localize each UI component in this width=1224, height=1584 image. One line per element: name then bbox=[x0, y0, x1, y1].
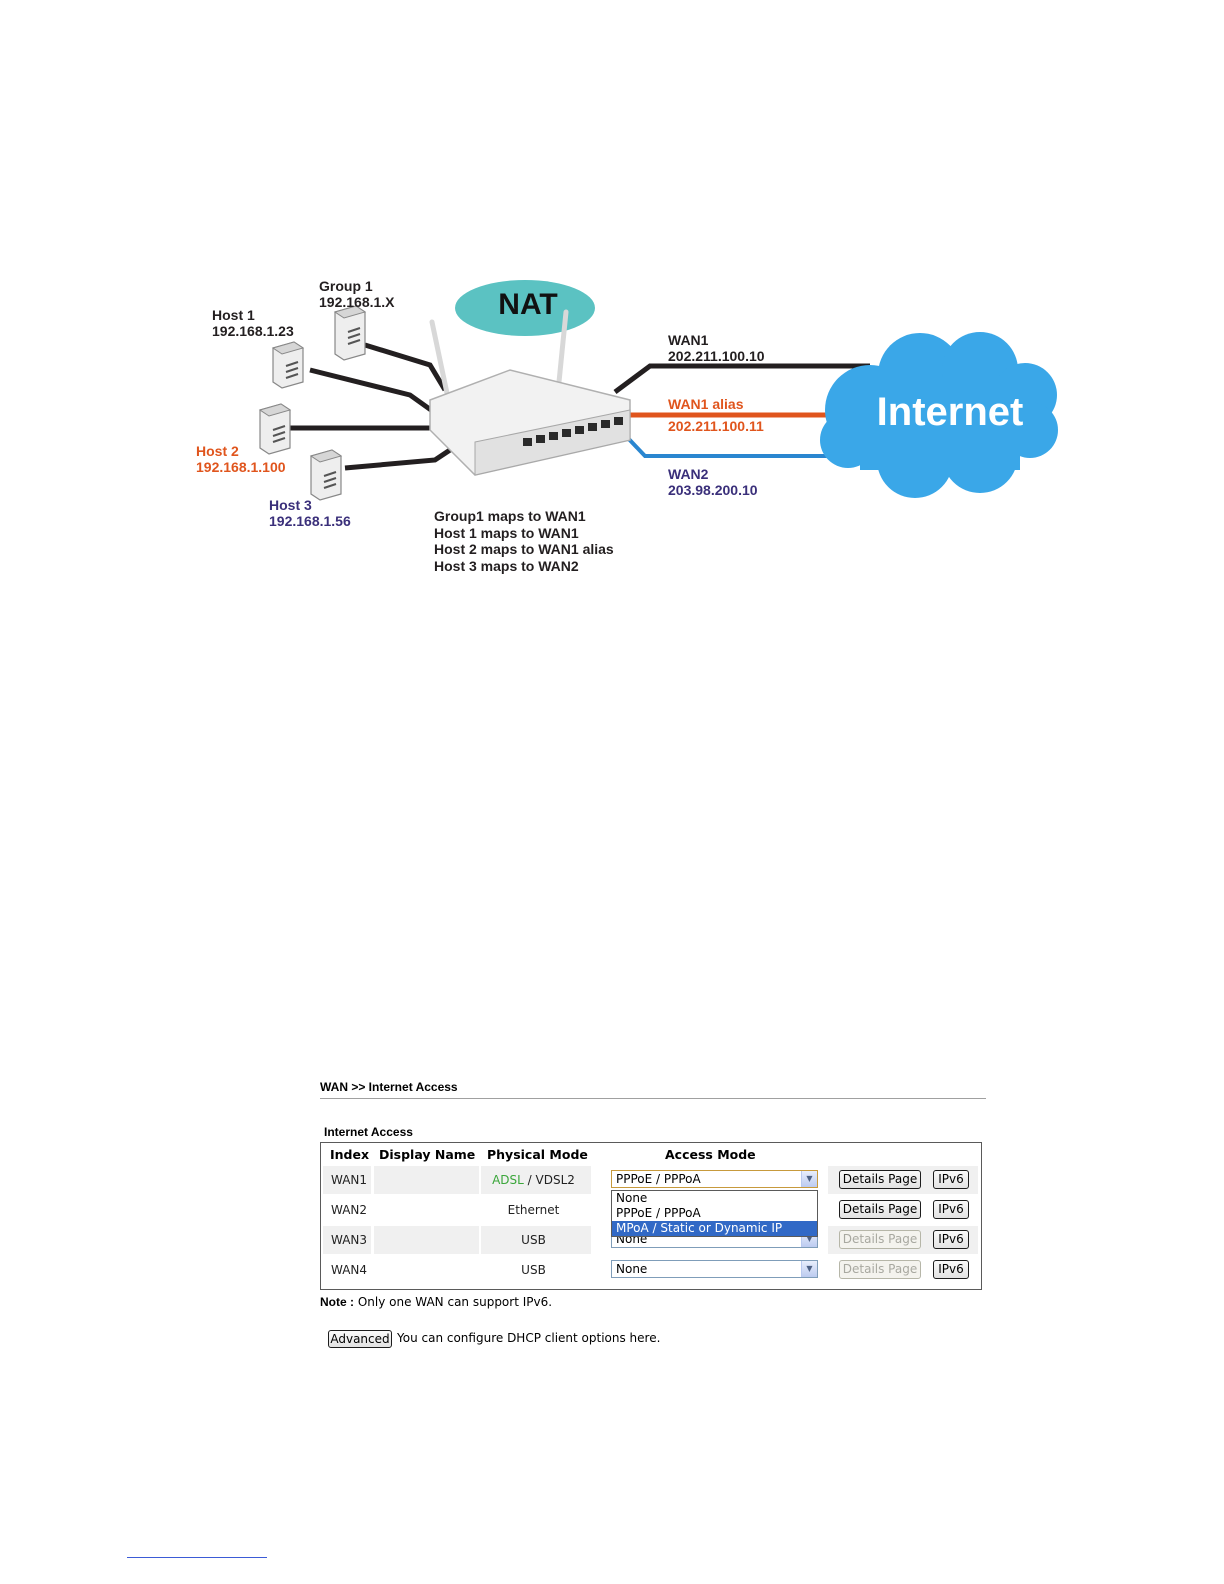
wan2-ip: 203.98.200.10 bbox=[668, 482, 758, 498]
wan2-line bbox=[623, 433, 870, 458]
wan1-label: WAN1 202.211.100.10 bbox=[668, 332, 765, 364]
row-index: WAN2 bbox=[331, 1203, 368, 1217]
mapping-item: Host 2 maps to WAN1 alias bbox=[434, 541, 614, 557]
access-mode-select-wan4[interactable]: None ▼ bbox=[611, 1260, 818, 1278]
row-physical-mode: ADSL / VDSL2 bbox=[476, 1173, 591, 1187]
host1-label: Host 1 192.168.1.23 bbox=[212, 307, 294, 339]
footnote-separator bbox=[127, 1557, 267, 1558]
diagram-graphics bbox=[258, 280, 1058, 501]
access-mode-dropdown-list: None PPPoE / PPPoA MPoA / Static or Dyna… bbox=[611, 1190, 818, 1237]
ipv6-button[interactable]: IPv6 bbox=[933, 1230, 969, 1249]
wan1-line bbox=[613, 363, 870, 395]
host2-label: Host 2 192.168.1.100 bbox=[196, 443, 286, 475]
header-index: Index bbox=[330, 1147, 370, 1162]
details-page-button: Details Page bbox=[839, 1230, 921, 1249]
server-icon-host2 bbox=[258, 403, 292, 455]
ipv6-note: Note : Only one WAN can support IPv6. bbox=[320, 1294, 986, 1310]
host1-name: Host 1 bbox=[212, 307, 255, 323]
server-icon-host3 bbox=[309, 449, 343, 501]
row-physical-mode: USB bbox=[521, 1263, 546, 1277]
server-icon-host1 bbox=[271, 341, 305, 389]
advanced-description: You can configure DHCP client options he… bbox=[397, 1331, 661, 1345]
group1-ip: 192.168.1.X bbox=[319, 294, 395, 310]
table-header: Index Display Name Physical Mode Access … bbox=[321, 1143, 981, 1165]
wan2-name: WAN2 bbox=[668, 466, 709, 482]
mapping-item: Group1 maps to WAN1 bbox=[434, 508, 586, 524]
internet-access-table: Index Display Name Physical Mode Access … bbox=[320, 1142, 982, 1290]
internet-label: Internet bbox=[876, 390, 1024, 434]
breadcrumb: WAN >> Internet Access bbox=[320, 1076, 986, 1099]
wan2-label: WAN2 203.98.200.10 bbox=[668, 466, 758, 498]
cable-group1 bbox=[364, 342, 448, 392]
dropdown-option-pppoe[interactable]: PPPoE / PPPoA bbox=[616, 1206, 701, 1220]
header-display-name: Display Name bbox=[379, 1147, 476, 1162]
phys-sep: / bbox=[523, 1173, 536, 1187]
advanced-row: Advanced You can configure DHCP client o… bbox=[328, 1330, 986, 1350]
ipv6-button[interactable]: IPv6 bbox=[933, 1260, 969, 1279]
group1-label: Group 1 192.168.1.X bbox=[319, 278, 395, 310]
wan1-alias-ip: 202.211.100.11 bbox=[668, 418, 764, 434]
nat-label: NAT bbox=[498, 288, 558, 321]
phys-adsl: ADSL bbox=[492, 1173, 524, 1187]
nat-bubble bbox=[455, 280, 595, 336]
row-index: WAN3 bbox=[331, 1233, 368, 1247]
access-mode-select-wan1[interactable]: PPPoE / PPPoA ▼ bbox=[611, 1170, 818, 1188]
host2-ip: 192.168.1.100 bbox=[196, 459, 286, 475]
row-index: WAN1 bbox=[331, 1173, 368, 1187]
host1-ip: 192.168.1.23 bbox=[212, 323, 294, 339]
cable-host3 bbox=[344, 447, 452, 471]
table-row: WAN1 ADSL / VDSL2 PPPoE / PPPoA ▼ Details… bbox=[321, 1165, 981, 1195]
antenna-left bbox=[429, 319, 451, 401]
table-row: WAN2 Ethernet Details Page IPv6 bbox=[321, 1195, 981, 1225]
note-text: Only one WAN can support IPv6. bbox=[354, 1295, 553, 1309]
phys-vdsl2: VDSL2 bbox=[535, 1173, 575, 1187]
chevron-down-icon[interactable]: ▼ bbox=[801, 1261, 817, 1277]
select-value: None bbox=[616, 1262, 648, 1276]
section-title: Internet Access bbox=[324, 1125, 413, 1139]
header-access-mode: Access Mode bbox=[665, 1147, 756, 1162]
details-page-button[interactable]: Details Page bbox=[839, 1200, 921, 1219]
cable-host1 bbox=[309, 367, 440, 418]
ipv6-button[interactable]: IPv6 bbox=[933, 1200, 969, 1219]
wan1-ip: 202.211.100.10 bbox=[668, 348, 765, 364]
group1-name: Group 1 bbox=[319, 278, 373, 294]
server-icon-group1 bbox=[333, 305, 367, 361]
ipv6-button[interactable]: IPv6 bbox=[933, 1170, 969, 1189]
row-physical-mode: USB bbox=[521, 1233, 546, 1247]
internet-cloud-icon bbox=[820, 332, 1058, 498]
antenna-right bbox=[555, 309, 569, 395]
host2-name: Host 2 bbox=[196, 443, 239, 459]
details-page-button[interactable]: Details Page bbox=[839, 1170, 921, 1189]
row-physical-mode: Ethernet bbox=[507, 1203, 560, 1217]
table-row: WAN4 USB None ▼ Details Page IPv6 bbox=[321, 1255, 981, 1285]
note-label: Note : bbox=[320, 1295, 354, 1309]
mapping-item: Host 1 maps to WAN1 bbox=[434, 524, 579, 541]
host3-label: Host 3 192.168.1.56 bbox=[269, 497, 351, 529]
host3-ip: 192.168.1.56 bbox=[269, 513, 351, 529]
wan-internet-access-panel: WAN >> Internet Access Internet Access I… bbox=[320, 1076, 986, 1350]
advanced-button[interactable]: Advanced bbox=[328, 1330, 392, 1348]
select-value: PPPoE / PPPoA bbox=[616, 1172, 701, 1186]
host3-name: Host 3 bbox=[269, 497, 312, 513]
header-physical-mode: Physical Mode bbox=[487, 1147, 588, 1162]
nat-diagram: NAT Internet Group 1 192.168.1.X Host 1 … bbox=[180, 270, 1080, 590]
wan1-name: WAN1 bbox=[668, 332, 709, 348]
dropdown-option-mpoa[interactable]: MPoA / Static or Dynamic IP bbox=[612, 1221, 817, 1236]
mapping-item: Host 3 maps to WAN2 bbox=[434, 557, 579, 574]
table-row: WAN3 USB None▼ Details Page IPv6 bbox=[321, 1225, 981, 1255]
mapping-list: Group1 maps to WAN1 Host 1 maps to WAN1 … bbox=[434, 508, 614, 574]
router-icon bbox=[429, 369, 631, 476]
details-page-button: Details Page bbox=[839, 1260, 921, 1279]
wan1-alias-name: WAN1 alias bbox=[668, 396, 744, 412]
row-index: WAN4 bbox=[331, 1263, 368, 1277]
chevron-down-icon[interactable]: ▼ bbox=[801, 1171, 817, 1187]
dropdown-option-none[interactable]: None bbox=[616, 1191, 648, 1205]
